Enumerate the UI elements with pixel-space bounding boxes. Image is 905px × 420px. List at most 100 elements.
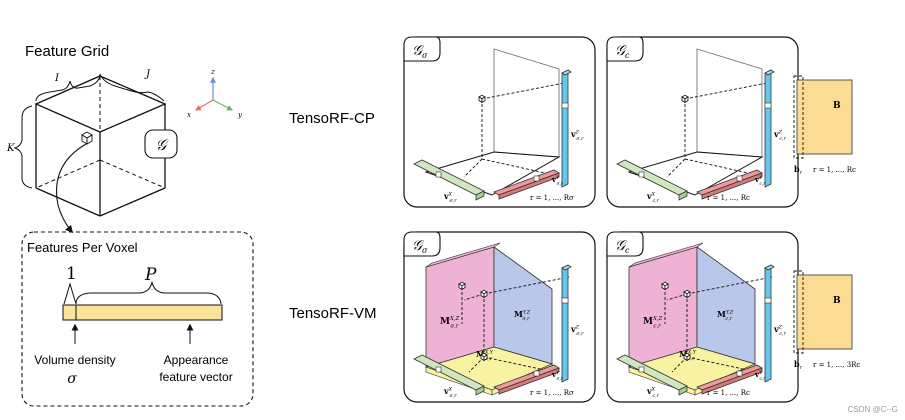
b-range: r = 1, ..., 3Rc [813,361,860,369]
vector-z-slot [764,297,772,304]
vector-y-slot [533,175,540,182]
axis-z-label: z [210,68,215,76]
vector-x-slot [638,171,645,178]
panel-symbol: 𝒢σ [412,43,428,60]
vector-z-bar [764,69,772,188]
voxel-panel-frame [21,231,254,407]
density-label: Volume density [34,353,115,367]
voxel-panel-title: Features Per Voxel [27,240,138,255]
b-column-label: br [794,164,803,176]
axis-y-label: y [237,111,243,119]
panel-frame [403,36,596,208]
vector-z-slot [561,297,569,304]
voxel-right [481,96,486,104]
vector-z-bar [764,264,772,383]
voxel-cube [81,131,93,145]
b-matrix [796,274,853,350]
projection-lines [666,82,768,178]
axes-widget: z x y [187,68,243,119]
projection-lines [463,82,565,178]
watermark: CSDN @C--G [848,405,898,414]
vector-x-slot [638,366,645,373]
b-matrix-label: B [833,101,841,111]
brace-p [75,281,222,305]
vector-y-bar [696,169,763,196]
voxel-right [483,291,488,299]
matrix-yz-plane [493,246,553,365]
vector-z-cap [561,69,572,76]
appearance-label-1: Appearance [164,353,229,367]
vector-z-cap [764,69,775,76]
axis-y-line [212,99,234,111]
axis-x-label: x [187,111,191,119]
projection-lines [664,276,773,373]
row-label-vm: TensoRF-VM [289,305,377,322]
voxel-right [483,354,488,362]
voxel-right [684,96,689,104]
vector-x-slot [435,171,442,178]
panel-symbol: 𝒢c [615,238,630,255]
voxel-arrow [56,143,87,234]
panel-frame [403,231,596,403]
panel-symbol-tab [606,231,644,257]
vector-x-end [678,190,688,201]
rank-range: r = 1, ..., Rc [707,194,750,202]
panel-symbol-tab [403,231,441,257]
label-p: P [144,265,157,285]
voxel-right [664,283,669,291]
density-symbol: σ [67,371,77,387]
vector-z-cap [561,264,572,271]
b-range: r = 1, ..., Rc [813,166,856,174]
plane-edge [425,242,501,268]
plane-edge [628,242,704,268]
voxel-panel: Features Per Voxel 1 P Volume density σ … [21,231,254,407]
voxel-feature-bar [62,304,223,321]
vector-y-slot [736,175,743,182]
dim-k: K [6,143,15,154]
feature-grid: Feature Grid I J K 𝒢 [6,43,243,234]
dim-j: J [144,69,151,80]
b-matrix-label: B [833,296,841,306]
vector-z-slot [764,102,772,109]
label-one: 1 [66,264,77,284]
b-matrix [796,79,853,155]
brace-j [99,73,165,102]
vector-x-slot [435,366,442,373]
b-column-highlight [793,270,804,354]
projection-lines [461,276,570,373]
plane-outline [493,48,560,158]
voxel-right [686,291,691,299]
appearance-label-2: feature vector [159,370,232,384]
matrix-yz-plane [696,246,756,365]
row-label-cp: TensoRF-CP [289,110,375,127]
panel-symbol-tab [403,36,441,62]
brace-i [35,73,101,102]
rank-range: r = 1, ..., Rσ [530,389,574,397]
panel-symbol: 𝒢c [615,43,630,60]
plane-outline [696,48,763,158]
axis-x-line [194,99,214,111]
vector-x-end [475,385,485,396]
grid-symbol-box [144,129,178,159]
